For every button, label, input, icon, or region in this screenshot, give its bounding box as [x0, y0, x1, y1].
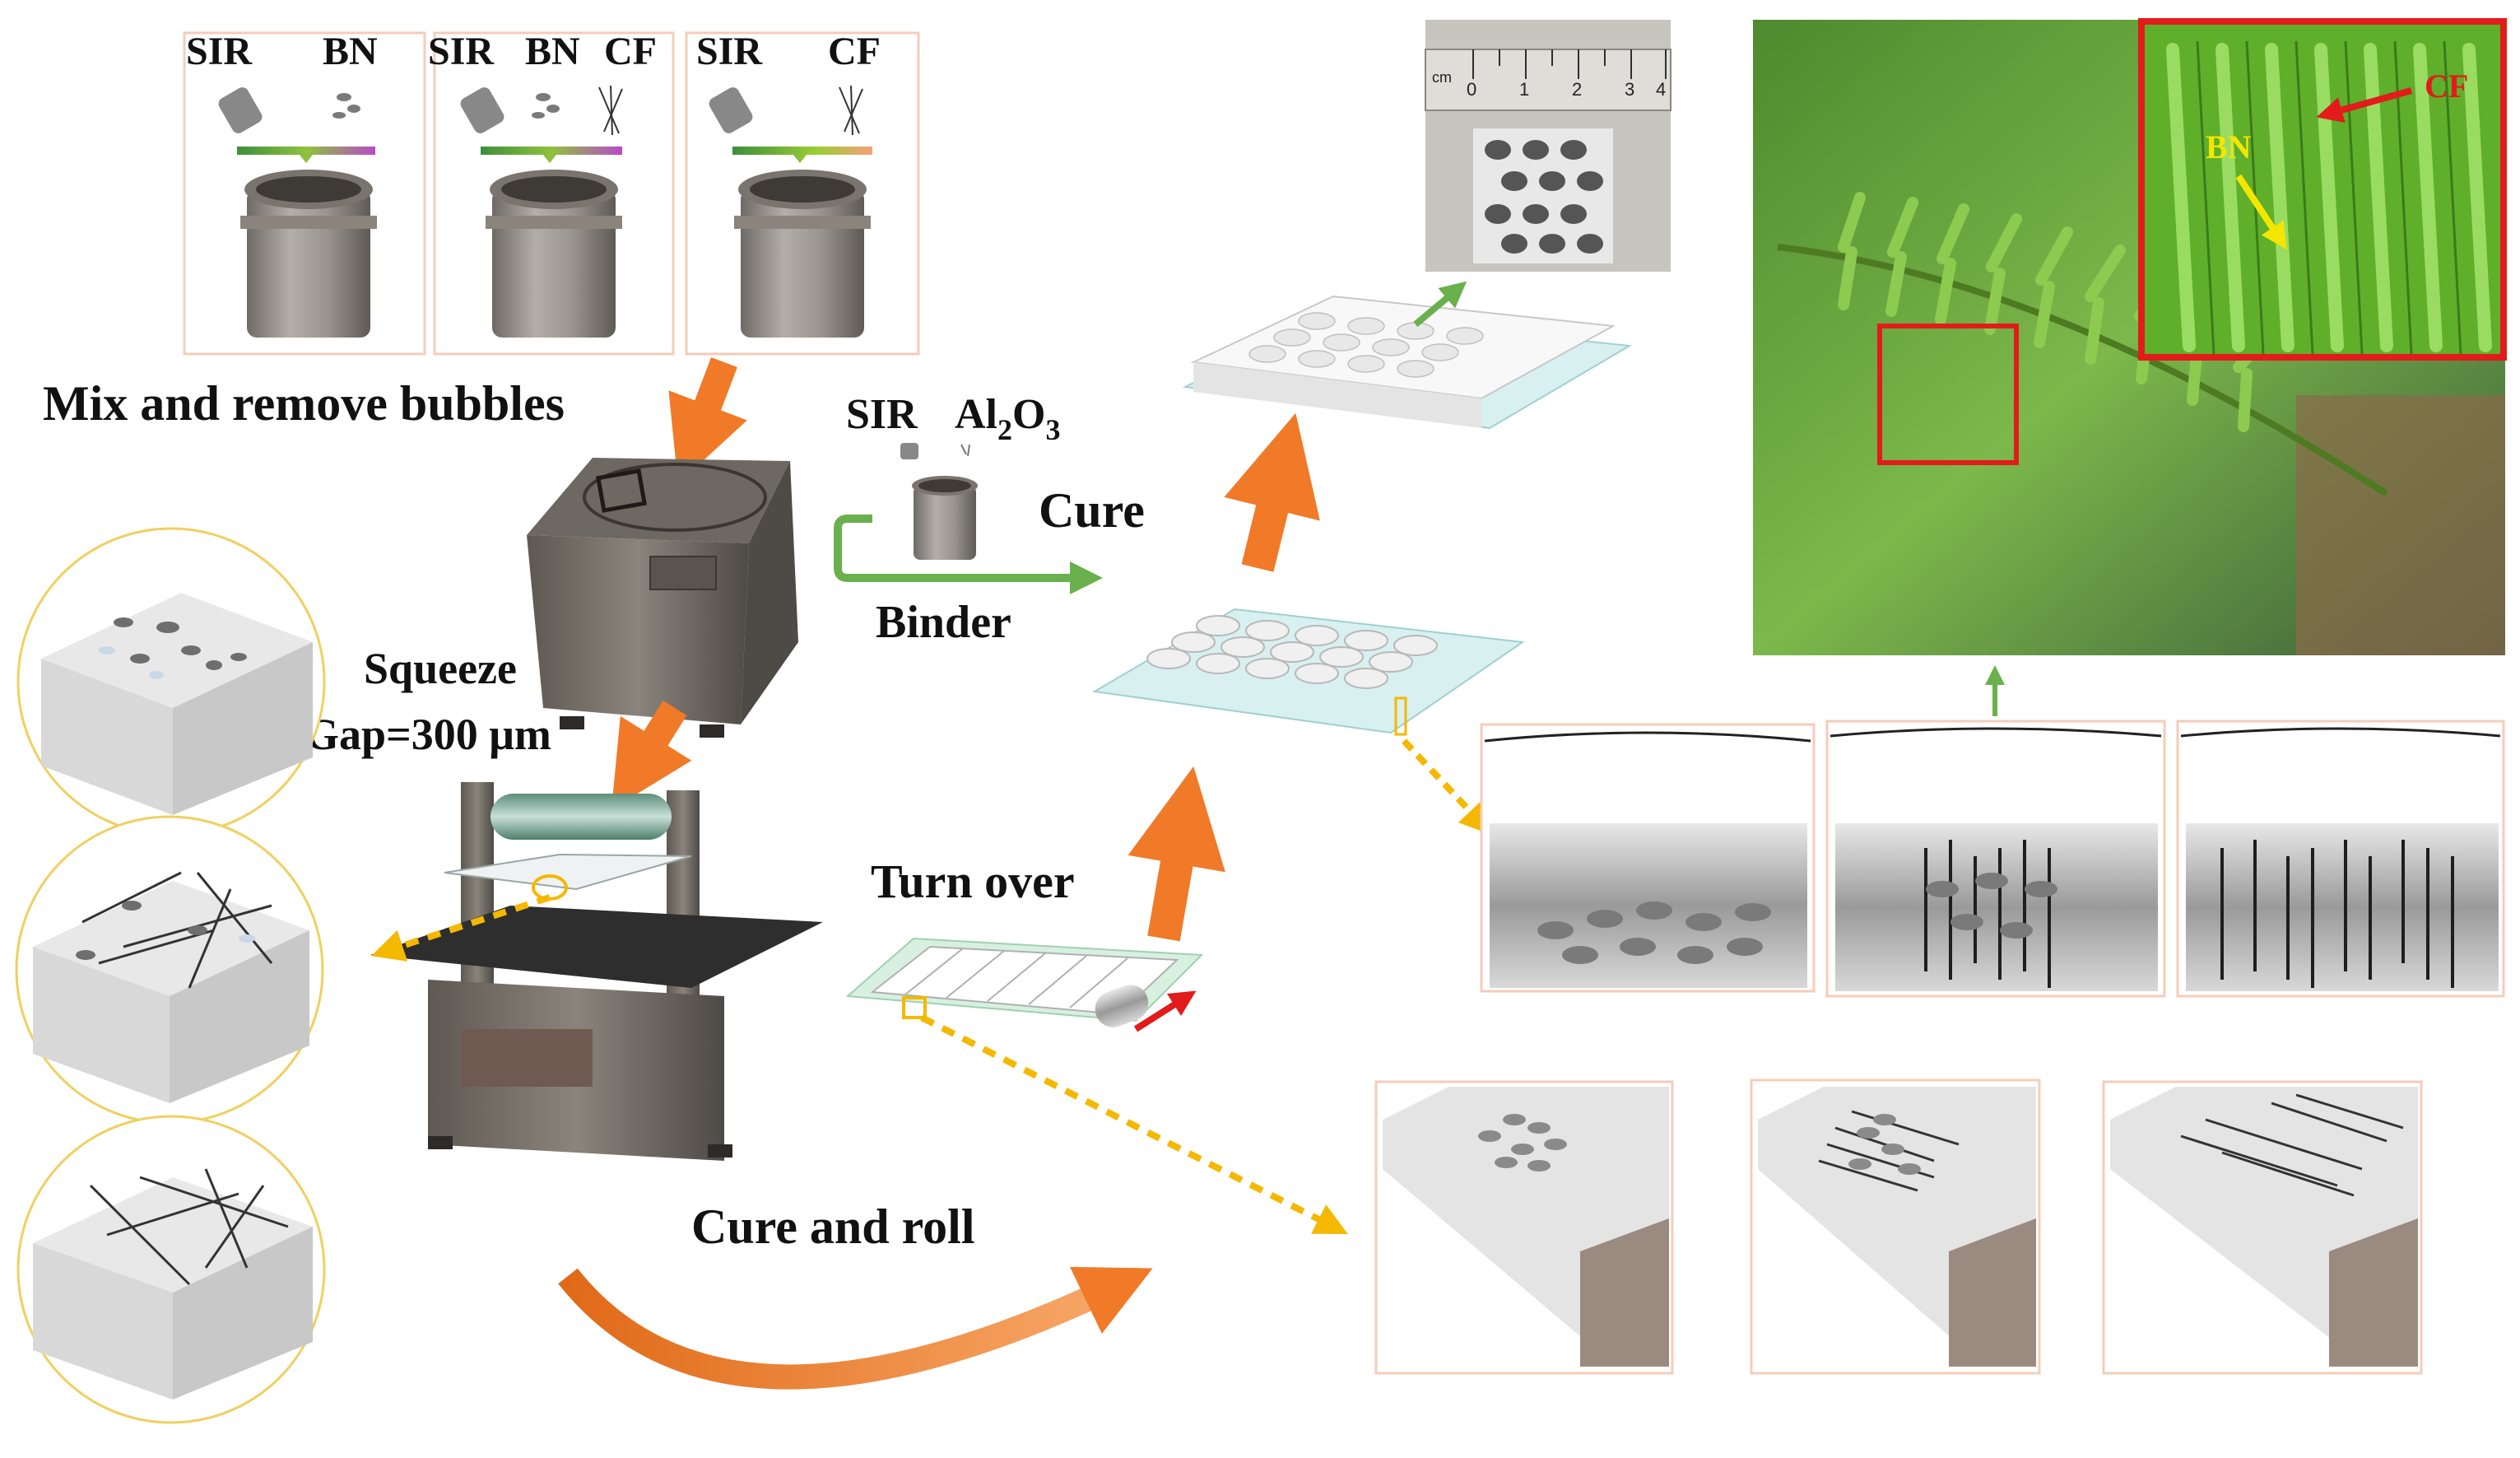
- sir-cylinder-icon: [709, 87, 753, 133]
- cure-label: Cure: [1039, 483, 1145, 538]
- mix-panel-sir-cf: SIR CF: [685, 30, 920, 356]
- binder-sir-label: SIR: [846, 391, 918, 438]
- caption-mix-remove-bubbles: Mix and remove bubbles: [43, 376, 565, 431]
- cure-and-roll-label: Cure and roll: [691, 1199, 975, 1254]
- cf-fibers-icon: [839, 85, 863, 136]
- panel-label-cf: CF: [604, 30, 657, 73]
- mix-panel-sir-bn-cf: SIR BN CF: [428, 30, 675, 356]
- sir-cylinder-icon: [460, 87, 504, 133]
- panel-label-sir: SIR: [428, 30, 495, 73]
- microstructure-circle-bn: [16, 527, 326, 836]
- cross-section-panels: [1480, 720, 2505, 998]
- ruler-digit-2: 2: [1572, 79, 1582, 100]
- panel-label-bn: BN: [323, 30, 378, 73]
- al-text: Al: [955, 391, 997, 438]
- cross-section-bn: [1480, 723, 1816, 993]
- mixing-pot-icon: [240, 170, 377, 338]
- cross-section-cf: [2176, 720, 2505, 998]
- ruler-ticks: [1472, 49, 1667, 79]
- cylinder-array-sample: [1092, 608, 1525, 736]
- dashed-arrow-to-top-panels: [1402, 738, 1493, 836]
- sample-pad-holes: [1485, 140, 1603, 254]
- binder-label: Binder: [876, 597, 1011, 648]
- cross-section-bn-cf: [1825, 720, 2166, 998]
- o-subscript: 3: [1045, 413, 1060, 446]
- binder-al2o3-label: Al2O3: [955, 391, 1060, 446]
- inset-bn-label: BN: [2206, 128, 2252, 165]
- leaf-rachis: [1777, 244, 2389, 497]
- bn-pointer-arrow: [2235, 174, 2287, 250]
- ruler-unit: cm: [1432, 69, 1452, 86]
- mix-panels: SIR BN SIR BN CF: [183, 30, 920, 356]
- roll-coater-machine: [370, 782, 823, 1161]
- panel-label-sir: SIR: [696, 30, 763, 73]
- red-direction-arrow: [1133, 990, 1197, 1032]
- orange-arrow-to-coater: [611, 700, 692, 810]
- mixing-pot-icon: [734, 170, 871, 338]
- dashed-arrow-to-circles: [370, 894, 551, 962]
- cylinder-highlight-box: [1394, 696, 1407, 736]
- al2o3-small-icon: [960, 444, 970, 457]
- inset-cf-label: CF: [2425, 68, 2468, 105]
- leaf-zoom-box: [1877, 324, 2019, 465]
- ruler-digit-3: 3: [1625, 79, 1634, 100]
- o-text: O: [1012, 391, 1045, 438]
- bn-flakes-icon: [332, 93, 360, 119]
- panel-label-cf: CF: [828, 30, 881, 73]
- ruler: [1425, 49, 1671, 111]
- sir-cylinder-icon: [218, 87, 263, 133]
- orange-arrow-up-2: [1224, 412, 1320, 572]
- rolled-sheet: [845, 937, 1204, 1032]
- cure-roll-curved-arrow: [558, 1266, 1153, 1390]
- block-panel-cf: [2102, 1080, 2423, 1375]
- leaf-zoom-inset: CF BN: [2138, 18, 2507, 361]
- binder-pot-icon: [912, 476, 978, 560]
- sample-photo-with-ruler: 0 1 2 3 4 cm: [1425, 20, 1671, 272]
- panel-label-sir: SIR: [186, 30, 253, 73]
- block-panel-bn: [1374, 1080, 1674, 1375]
- orange-arrow-up-1: [1127, 766, 1225, 942]
- planetary-mixer-machine: [527, 458, 798, 738]
- dashed-arrow-to-bottom-panels: [920, 1014, 1348, 1235]
- turn-over-label: Turn over: [871, 855, 1075, 908]
- ruler-digit-1: 1: [1519, 79, 1529, 100]
- al-subscript: 2: [997, 413, 1012, 446]
- mixing-funnel: [732, 147, 872, 163]
- sir-small-icon: [900, 443, 918, 459]
- block-panels: [1374, 1078, 2423, 1375]
- mixing-funnel: [237, 147, 375, 163]
- panel-label-bn: BN: [525, 30, 580, 73]
- cured-plate-sample: [1182, 295, 1633, 430]
- mimosa-leaf-photo: CF BN: [1753, 18, 2507, 655]
- squeeze-label: Squeeze: [364, 644, 517, 693]
- microstructure-circle-bn-cf: [15, 815, 324, 1125]
- mixing-funnel: [481, 147, 622, 163]
- sheet-highlight-box: [902, 996, 927, 1019]
- bn-flakes-icon: [532, 93, 560, 119]
- gap-label: Gap=300 μm: [305, 710, 551, 759]
- green-binder-arrow: [834, 515, 1103, 594]
- microstructure-circle-cf: [16, 1115, 326, 1424]
- green-arrow-to-photo: [1413, 281, 1467, 328]
- ruler-digit-0: 0: [1467, 79, 1476, 100]
- orange-arrow-to-mixer: [668, 356, 747, 484]
- block-panel-bn-cf: [1750, 1078, 2041, 1375]
- mixing-pot-icon: [486, 170, 622, 338]
- ruler-digit-4: 4: [1656, 79, 1666, 100]
- mix-panel-sir-bn: SIR BN: [183, 30, 426, 356]
- cf-pointer-arrow: [2316, 87, 2413, 123]
- photo-deck: [2296, 395, 2505, 655]
- cf-fibers-icon: [598, 85, 623, 136]
